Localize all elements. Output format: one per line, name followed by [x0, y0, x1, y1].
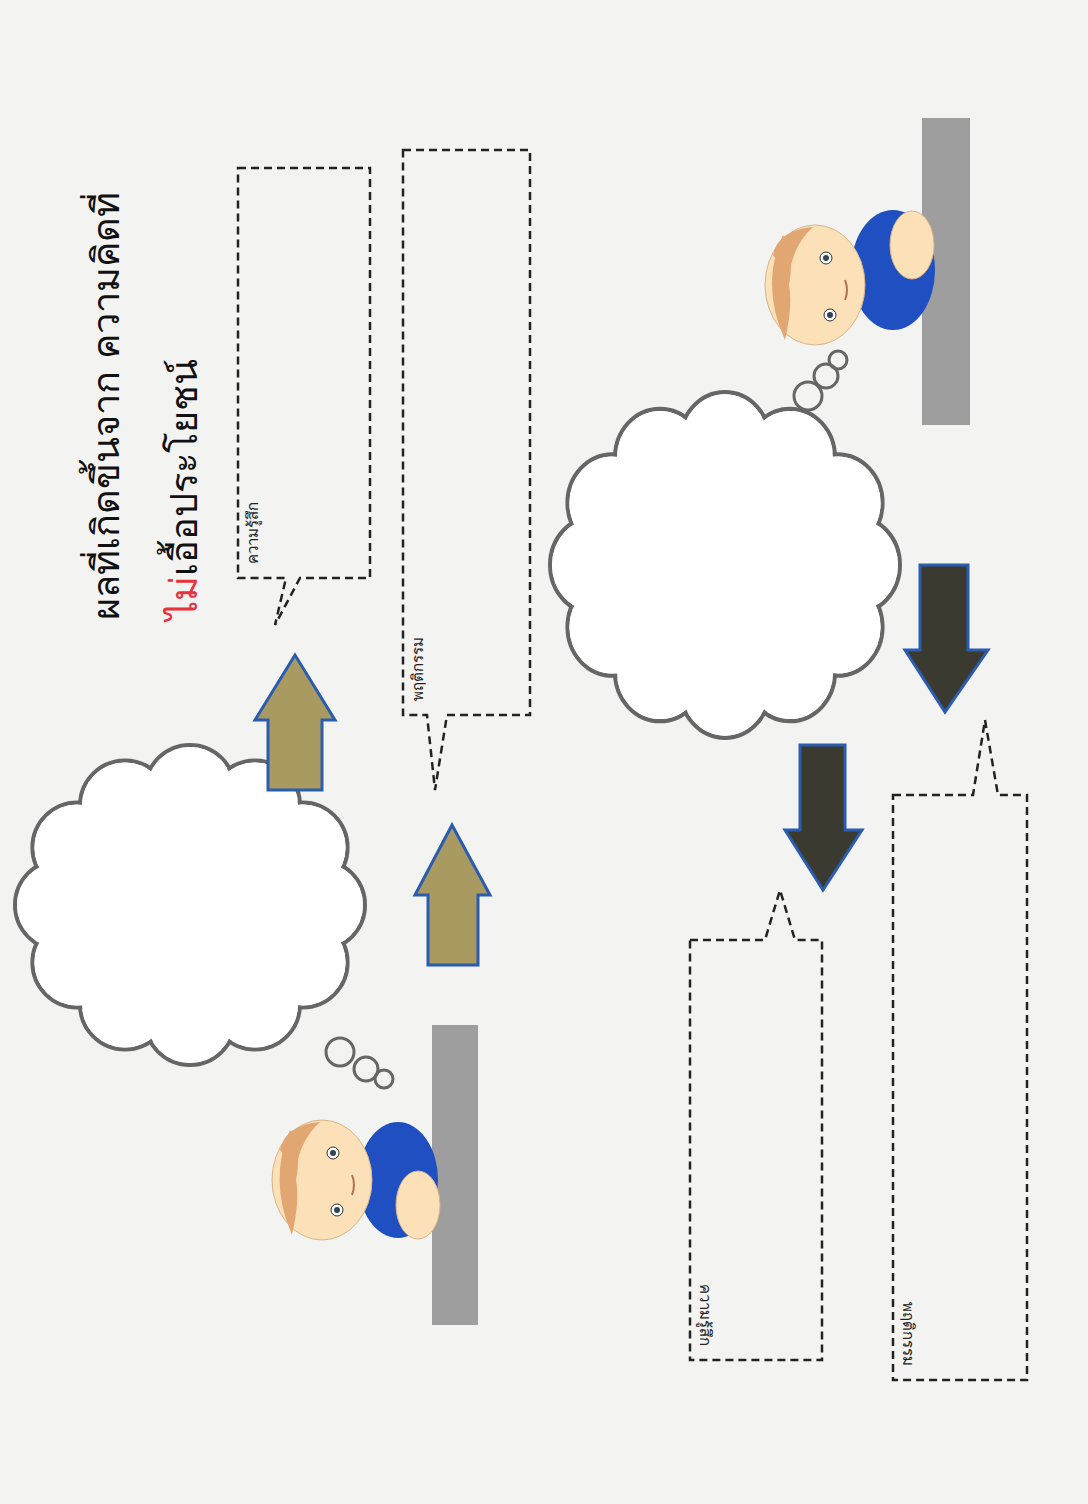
- boy-at-desk: [765, 118, 970, 425]
- speech-box: ความรู้สึก: [690, 940, 822, 1360]
- dashed-outline: [403, 150, 530, 715]
- boy-at-desk: [272, 1025, 478, 1325]
- heading: ผลที่เกิดขึ้นจาก ความคิดที่ไม่เอื้อประโย…: [67, 180, 223, 620]
- up-arrow: [255, 655, 335, 790]
- down-arrow: [905, 565, 988, 712]
- thought-cloud: [550, 392, 900, 738]
- box-label: พฤติกรรม: [899, 1302, 917, 1366]
- thought-bubbles: [326, 1038, 393, 1088]
- dashed-outline: [893, 795, 1027, 1380]
- up-arrow: [415, 825, 490, 965]
- down-arrow: [785, 745, 862, 890]
- speech-box: ความรู้สึก: [238, 168, 370, 578]
- speech-box: พฤติกรรม: [893, 795, 1027, 1380]
- box-label: พฤติกรรม: [409, 637, 427, 701]
- thought-cloud: [15, 745, 365, 1065]
- box-label: ความรู้สึก: [696, 1284, 714, 1346]
- box-label: ความรู้สึก: [244, 502, 262, 564]
- speech-box: พฤติกรรม: [403, 150, 530, 715]
- thought-bubbles: [794, 351, 847, 410]
- emphasis: ไม่: [162, 576, 206, 620]
